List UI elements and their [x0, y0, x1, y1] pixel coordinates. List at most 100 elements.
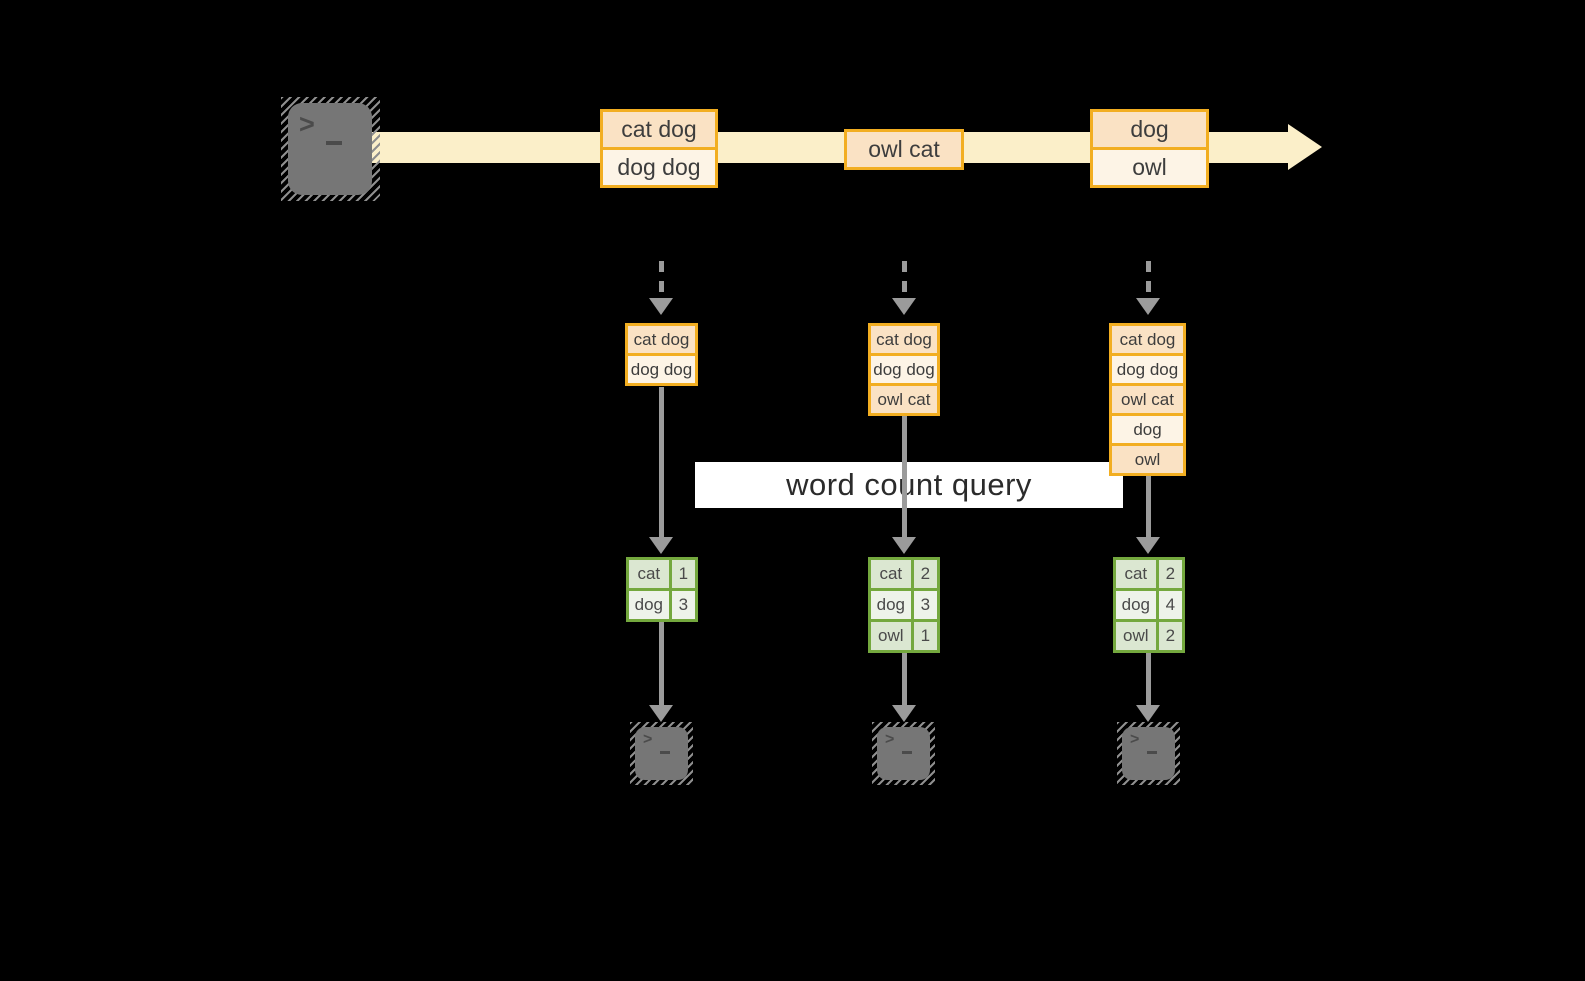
stream-word-row: dog dog [603, 147, 715, 185]
dashed-arrow-line [902, 261, 907, 299]
state-word-label: owl [1134, 449, 1161, 469]
state-row: dog dog [1112, 353, 1183, 383]
query-label: word count query [786, 467, 1032, 502]
state-word-label: dog dog [873, 359, 935, 379]
state-box-3: cat dog dog dog owl cat dog owl [1109, 323, 1186, 476]
result-word-cell: cat [879, 564, 903, 583]
terminal-cursor-icon [902, 751, 912, 754]
terminal-screen: > [635, 727, 688, 780]
dashed-arrow-line [1146, 261, 1151, 299]
result-table-3: cat 2 dog 4 owl 2 [1113, 557, 1185, 653]
terminal-prompt-icon: > [299, 109, 315, 139]
state-word-label: cat dog [876, 329, 932, 349]
result-row: cat 2 [871, 560, 937, 588]
state-word-label: owl cat [877, 389, 931, 409]
sink-terminal-icon-2: > [872, 722, 935, 785]
arrow-line [902, 416, 907, 537]
state-word-label: dog [1133, 419, 1162, 439]
terminal-screen: > [288, 103, 372, 195]
stream-word-row: owl cat [847, 132, 961, 167]
source-terminal-icon: > [281, 97, 380, 201]
state-row: dog dog [871, 353, 937, 383]
state-word-label: owl cat [1121, 389, 1174, 409]
state-box-1: cat dog dog dog [625, 323, 698, 386]
result-table-1: cat 1 dog 3 [626, 557, 698, 622]
terminal-cursor-icon [326, 141, 342, 145]
stream-word-label: owl cat [868, 136, 940, 162]
result-word-cell: dog [634, 595, 663, 614]
state-word-label: dog dog [1116, 359, 1179, 379]
arrow-line [659, 387, 664, 537]
sink-terminal-icon-1: > [630, 722, 693, 785]
arrowhead-icon [1136, 537, 1160, 554]
arrowhead-icon [892, 705, 916, 722]
state-row: owl [1112, 443, 1183, 473]
result-row: owl 1 [871, 619, 937, 650]
terminal-cursor-icon [660, 751, 670, 754]
stream-word-label: owl [1132, 154, 1167, 180]
state-row: cat dog [628, 326, 695, 353]
result-row: dog 3 [871, 588, 937, 619]
stream-word-label: cat dog [621, 116, 697, 142]
state-row: owl cat [871, 383, 937, 413]
state-row: cat dog [1112, 326, 1183, 353]
arrow-line [1146, 476, 1151, 537]
stream-event-batch-3: dog owl [1090, 109, 1209, 188]
arrowhead-icon [649, 537, 673, 554]
terminal-prompt-icon: > [643, 731, 653, 748]
result-count-cell: 4 [1155, 591, 1182, 619]
result-word-cell: cat [637, 564, 661, 583]
arrowhead-icon [892, 537, 916, 554]
arrow-line [659, 622, 664, 705]
terminal-prompt-icon: > [1130, 731, 1140, 748]
result-row: cat 2 [1116, 560, 1182, 588]
arrowhead-icon [1136, 705, 1160, 722]
terminal-screen: > [877, 727, 930, 780]
terminal-screen: > [1122, 727, 1175, 780]
state-word-label: dog dog [630, 359, 693, 379]
result-row: dog 4 [1116, 588, 1182, 619]
stream-word-row: owl [1093, 147, 1206, 185]
result-count-cell: 3 [668, 591, 695, 619]
result-word-cell: dog [876, 595, 905, 614]
arrow-line [1146, 653, 1151, 705]
result-count-cell: 1 [910, 622, 937, 650]
result-table-2: cat 2 dog 3 owl 1 [868, 557, 940, 653]
stream-event-batch-1: cat dog dog dog [600, 109, 718, 188]
result-word-cell: owl [1123, 626, 1149, 645]
terminal-cursor-icon [1147, 751, 1157, 754]
dashed-arrow-line [659, 261, 664, 299]
arrow-line [902, 653, 907, 705]
state-box-2: cat dog dog dog owl cat [868, 323, 940, 416]
result-count-cell: 2 [910, 560, 937, 588]
sink-terminal-icon-3: > [1117, 722, 1180, 785]
result-count-cell: 3 [910, 591, 937, 619]
stream-word-label: dog [1130, 116, 1169, 142]
state-row: dog [1112, 413, 1183, 443]
dashed-arrowhead-icon [1136, 298, 1160, 315]
result-count-cell: 2 [1155, 560, 1182, 588]
state-row: dog dog [628, 353, 695, 383]
result-word-cell: owl [878, 626, 904, 645]
state-row: cat dog [871, 326, 937, 353]
result-count-cell: 1 [668, 560, 695, 588]
result-count-cell: 2 [1155, 622, 1182, 650]
stream-word-label: dog dog [617, 154, 701, 180]
result-word-cell: cat [1124, 564, 1148, 583]
result-row: owl 2 [1116, 619, 1182, 650]
result-row: dog 3 [629, 588, 695, 619]
arrowhead-icon [649, 705, 673, 722]
result-row: cat 1 [629, 560, 695, 588]
stream-arrowhead-icon [1288, 124, 1322, 170]
state-row: owl cat [1112, 383, 1183, 413]
stream-word-row: dog [1093, 112, 1206, 147]
stream-word-row: cat dog [603, 112, 715, 147]
dashed-arrowhead-icon [892, 298, 916, 315]
terminal-prompt-icon: > [885, 731, 895, 748]
result-word-cell: dog [1121, 595, 1150, 614]
dashed-arrowhead-icon [649, 298, 673, 315]
state-word-label: cat dog [633, 329, 690, 349]
stream-event-batch-2: owl cat [844, 129, 964, 170]
query-label-banner: word count query [695, 462, 1123, 508]
